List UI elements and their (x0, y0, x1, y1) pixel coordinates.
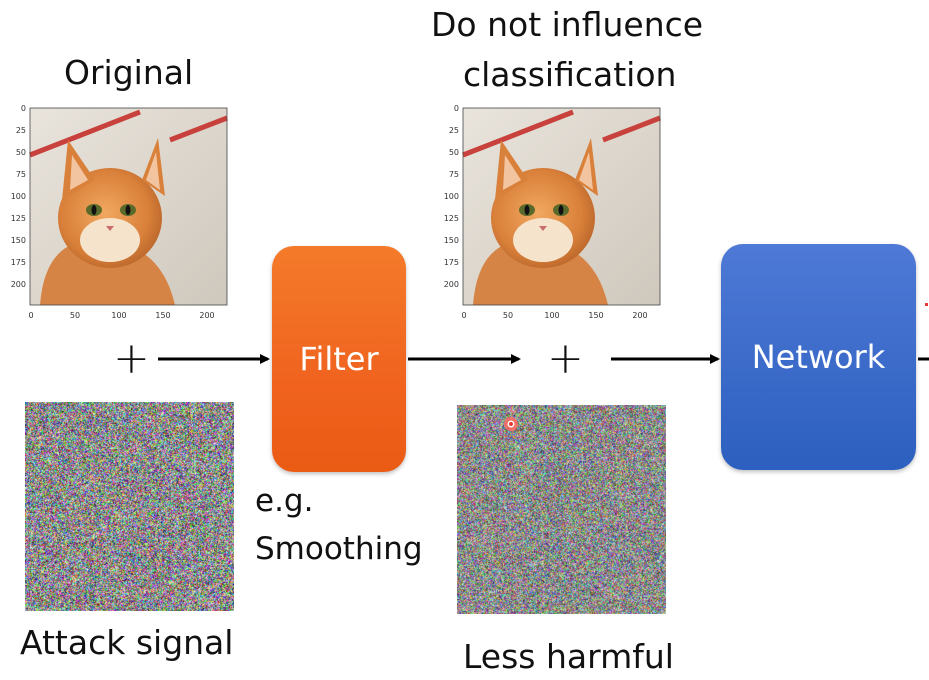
y-tick-label: 25 (16, 126, 26, 135)
attack-noise-canvas (25, 402, 234, 611)
filtered-cat-image: 0 25 50 75 100 125 150 175 200 0 50 100 … (444, 104, 661, 320)
y-tick-label: 50 (16, 148, 26, 157)
filtered-noise-image (457, 405, 666, 614)
y-tick-label: 50 (449, 148, 459, 157)
network-label: Network (751, 338, 886, 376)
y-tick-label: 0 (21, 104, 26, 113)
y-tick-label: 125 (11, 214, 26, 223)
filter-box: Filter (272, 246, 406, 472)
plus-sign-right: + (547, 333, 584, 384)
x-tick-label: 50 (503, 311, 513, 320)
x-tick-label: 50 (70, 311, 80, 320)
y-tick-label: 75 (449, 170, 459, 179)
filter-label: Filter (299, 340, 379, 378)
attack-noise-image (25, 402, 234, 611)
attack-signal-label: Attack signal (20, 623, 234, 662)
x-tick-label: 0 (461, 311, 466, 320)
edge-mark (925, 303, 928, 306)
y-tick-label: 25 (449, 126, 459, 135)
x-tick-label: 150 (588, 311, 603, 320)
filtered-noise-canvas (457, 405, 666, 614)
original-image-plot: 0 25 50 75 100 125 150 175 200 0 50 100 … (0, 100, 235, 325)
no-influence-label-line2: classification (463, 55, 677, 94)
filtered-image-plot: 0 25 50 75 100 125 150 175 200 0 50 100 … (433, 100, 668, 325)
x-tick-label: 200 (199, 311, 214, 320)
x-tick-label: 100 (544, 311, 559, 320)
y-tick-label: 150 (11, 236, 26, 245)
y-tick-label: 75 (16, 170, 26, 179)
y-tick-label: 125 (444, 214, 459, 223)
x-tick-label: 200 (632, 311, 647, 320)
y-tick-label: 200 (444, 280, 459, 289)
x-tick-label: 100 (111, 311, 126, 320)
smoothing-label: Smoothing (255, 531, 423, 567)
y-tick-label: 100 (444, 192, 459, 201)
y-tick-label: 175 (11, 258, 26, 267)
y-tick-label: 100 (11, 192, 26, 201)
y-tick-label: 200 (11, 280, 26, 289)
x-tick-label: 0 (28, 311, 33, 320)
x-tick-label: 150 (155, 311, 170, 320)
cursor-marker-icon (504, 417, 518, 431)
plus-sign-left: + (113, 333, 150, 384)
y-tick-label: 175 (444, 258, 459, 267)
less-harmful-label: Less harmful (463, 637, 674, 676)
y-tick-label: 0 (454, 104, 459, 113)
original-label: Original (64, 53, 194, 92)
y-tick-label: 150 (444, 236, 459, 245)
no-influence-label-line1: Do not influence (431, 5, 704, 44)
eg-label: e.g. (255, 483, 314, 519)
network-box: Network (721, 244, 916, 470)
original-cat-image: 0 25 50 75 100 125 150 175 200 0 50 100 … (11, 104, 228, 320)
